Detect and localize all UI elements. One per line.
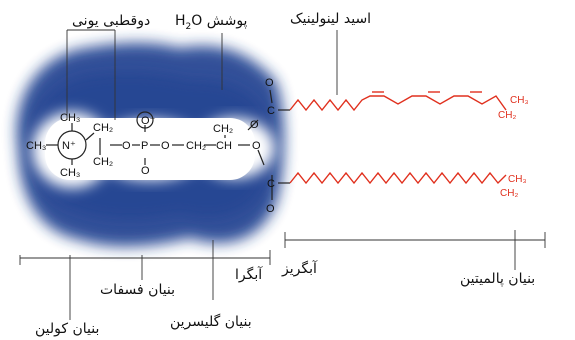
- hydrophilic-label: آبگرا: [235, 267, 263, 283]
- glycerol-methylene-upper: CH₂: [213, 123, 233, 135]
- palmitin-terminal-methyl: CH₃: [508, 174, 527, 185]
- palmitin-terminal-methylene: CH₂: [500, 188, 518, 199]
- phosphorus: P: [141, 140, 148, 152]
- glycerol-ch: CH: [216, 140, 232, 152]
- water-shell-label: H2O پوشش: [175, 14, 247, 32]
- choline-methyl-left: CH₃: [26, 140, 46, 152]
- phosphate-anion-oxygen: O⁻: [141, 115, 156, 127]
- carbonyl-oxygen-lower: O: [266, 203, 275, 215]
- hydrophilic-head-clear: [32, 112, 275, 188]
- linoleic-acid-label: اسید لینولینیک: [290, 11, 372, 27]
- palmitin-group-label: بنیان پالمیتین: [460, 271, 536, 287]
- linoleic-tail: [289, 91, 507, 112]
- ionic-dipole-label: دوقطبی یونی: [72, 13, 151, 29]
- palmitin-tail: [289, 171, 507, 185]
- water-shell-text: پوشش: [206, 13, 248, 29]
- phosphate-group-label: بنیان فسفات: [100, 282, 176, 298]
- water-formula-h: H: [175, 13, 186, 29]
- glycerol-group-label: بنیان گلیسرین: [170, 314, 252, 330]
- carbonyl-carbon-upper: C: [267, 105, 275, 117]
- carbonyl-carbon-lower: C: [267, 178, 275, 190]
- phosphate-ester-oxygen-2: O: [161, 140, 170, 152]
- phosphate-anion-ring: [136, 111, 154, 129]
- choline-methylene-2: CH₂: [93, 156, 113, 168]
- nitrogen-cation: N⁺: [62, 140, 76, 152]
- water-formula-sub: 2: [185, 21, 192, 32]
- ester-oxygen-lower: O: [252, 140, 261, 152]
- choline-methyl-bottom: CH₃: [60, 167, 80, 179]
- water-formula-o: O: [191, 13, 203, 29]
- ester-oxygen-upper: O: [250, 119, 259, 131]
- choline-group-label: بنیان کولین: [35, 321, 100, 337]
- hydrophobic-label: آبگریز: [282, 261, 317, 277]
- leader-lines: [19, 29, 546, 320]
- choline-methylene-1: CH₂: [93, 122, 113, 134]
- choline-methyl-top: CH₃: [60, 112, 80, 124]
- head-atoms: CH₃ CH₃ N⁺ CH₃ CH₂ CH₂ O O⁻ P O O CH₂ CH…: [26, 77, 275, 215]
- linoleic-terminal-methyl: CH₃: [510, 95, 529, 106]
- phosphate-ester-oxygen-1: O: [122, 140, 131, 152]
- linoleic-terminal-methylene: CH₂: [498, 110, 516, 121]
- glycerol-methylene-lower: CH₂: [186, 140, 206, 152]
- carbonyl-oxygen-upper: O: [265, 77, 274, 89]
- phosphate-double-oxygen: O: [141, 165, 150, 177]
- head-bonds: [46, 89, 290, 200]
